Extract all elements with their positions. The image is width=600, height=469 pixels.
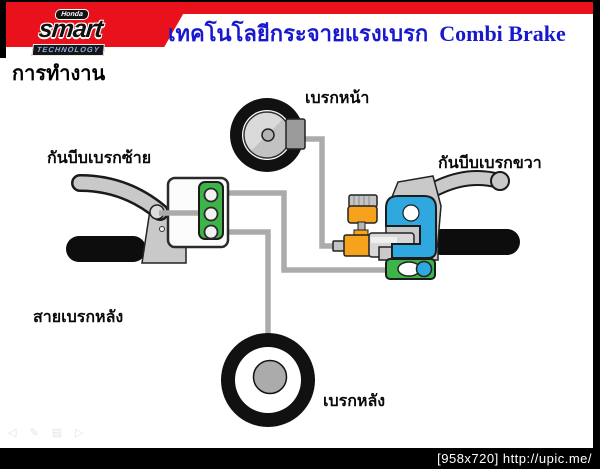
left-handlebar-grip — [66, 236, 146, 262]
equalizer-port-middle — [203, 206, 219, 222]
master-cylinder — [343, 234, 372, 257]
pen-icon[interactable]: ✎ — [29, 427, 39, 439]
top-edge-strip — [0, 0, 600, 2]
right-lever-assembly — [332, 170, 520, 280]
reservoir-cup — [347, 205, 378, 224]
label-left-brake-lever: กันบีบเบรกซ้าย — [47, 150, 152, 167]
right-edge-strip — [593, 0, 600, 469]
front-caliper — [285, 118, 306, 150]
image-size-and-host-caption: [958x720] http://upic.me/ — [437, 451, 592, 466]
reservoir-cap — [348, 194, 378, 208]
section-heading: การทำงาน — [12, 63, 106, 85]
equalizer-to-knocker-cable — [222, 190, 388, 273]
front-wheel — [230, 98, 306, 172]
header-red-logo-block — [6, 2, 190, 47]
previous-slide-icon[interactable]: ◁ — [8, 427, 17, 439]
front-brake-hose — [303, 136, 334, 249]
rear-wheel — [221, 333, 315, 427]
next-slide-icon[interactable]: ▷ — [75, 427, 84, 439]
left-edge-strip — [0, 0, 6, 58]
front-hub — [261, 128, 275, 142]
left-lever-assembly — [66, 174, 230, 264]
equalizer-port-bottom — [203, 224, 219, 240]
knocker-body — [385, 195, 437, 259]
brake-cables — [222, 136, 388, 378]
label-right-brake-lever: กันบีบเบรกขวา — [438, 155, 542, 172]
slide-title: เทคโนโลยีกระจายแรงเบรก Combi Brake — [168, 21, 566, 46]
slideshow-controls: ◁ ✎ ▤ ▷ — [8, 426, 84, 440]
footer-bar: [958x720] http://upic.me/ — [0, 448, 600, 469]
label-front-brake: เบรกหน้า — [305, 90, 370, 107]
rear-drum-hub — [252, 359, 288, 395]
right-handlebar-grip — [428, 229, 520, 255]
label-rear-brake: เบรกหลัง — [323, 393, 386, 410]
rear-brake-cable — [222, 229, 271, 378]
equalizer-port-top — [203, 187, 219, 203]
label-rear-brake-cable: สายเบรกหลัง — [33, 309, 124, 326]
slide-menu-icon[interactable]: ▤ — [51, 427, 63, 439]
